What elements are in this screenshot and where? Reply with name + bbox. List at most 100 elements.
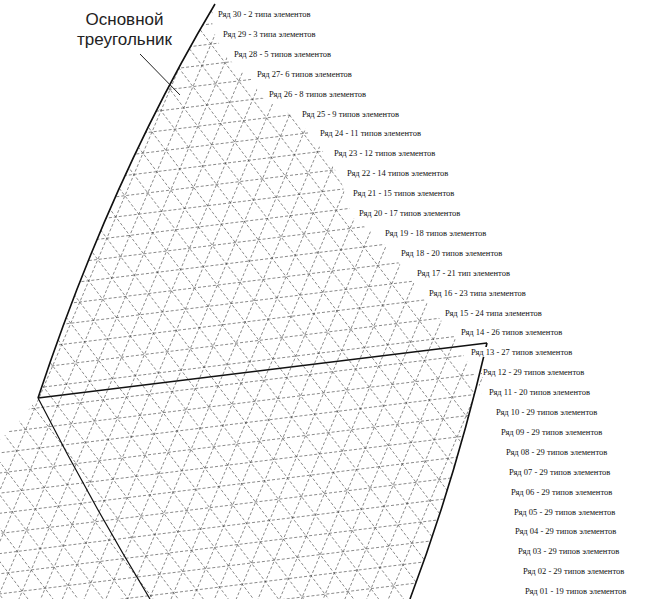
grid-line — [0, 488, 646, 599]
row-label: Ряд 08 - 29 типов элементов — [505, 447, 608, 457]
grid-line — [0, 0, 52, 599]
row-label: Ряд 09 - 29 типов элементов — [500, 427, 603, 437]
grid-line — [0, 0, 646, 162]
grid-line — [365, 0, 646, 599]
grid-line — [479, 0, 646, 599]
grid-line — [0, 0, 488, 599]
grid-line — [0, 0, 442, 599]
grid-line — [0, 0, 625, 599]
grid-line — [0, 0, 281, 599]
grid-line — [0, 0, 98, 599]
grid-line — [0, 0, 511, 599]
grid-line — [0, 567, 646, 599]
outline — [38, 4, 487, 599]
grid-line — [0, 31, 646, 202]
grid-line — [0, 0, 442, 599]
row-label: Ряд 29 - 3 типа элементов — [222, 29, 317, 39]
grid-line — [0, 329, 646, 500]
grid-line — [0, 170, 646, 341]
grid-line — [227, 0, 646, 599]
grid-line — [617, 0, 646, 599]
grid-line — [44, 0, 646, 599]
grid-line — [0, 0, 646, 122]
row-label: Ряд 07 - 29 типов элементов — [508, 467, 611, 477]
sector-edge — [410, 343, 487, 599]
grid-line — [0, 111, 646, 282]
grid-line — [410, 0, 646, 599]
row-label: Ряд 10 - 29 типов элементов — [495, 407, 598, 417]
grid-line — [319, 0, 646, 599]
grid-line — [0, 527, 646, 599]
row-label: Ряд 21 - 15 типов элементов — [352, 188, 455, 198]
grid-line — [0, 0, 373, 599]
grid-line — [0, 468, 646, 599]
grid-line — [112, 0, 646, 599]
grid-line — [502, 0, 646, 599]
main-triangle-edge — [38, 4, 215, 398]
grid-line — [0, 0, 396, 599]
grid-line — [0, 0, 29, 599]
grid-line — [0, 0, 6, 599]
grid-line — [0, 210, 646, 381]
row-label: Ряд 18 - 20 типов элементов — [400, 248, 503, 258]
grid-line — [158, 0, 646, 599]
grid-line — [0, 0, 373, 599]
grid-line — [319, 0, 646, 599]
grid-line — [204, 0, 646, 599]
row-label: Ряд 14 - 26 типов элементов — [460, 327, 563, 337]
row-label: Ряд 23 - 12 типов элементов — [333, 148, 436, 158]
row-label: Ряд 03 - 29 типов элементов — [517, 546, 620, 556]
grid-line — [0, 448, 646, 599]
row-label: Ряд 11 - 20 типов элементов — [488, 387, 591, 397]
grid-line — [456, 0, 646, 599]
row-label: Ряд 30 - 2 типа элементов — [217, 9, 312, 19]
grid-line — [0, 0, 6, 599]
grid-line — [0, 269, 646, 440]
grid-line — [158, 0, 646, 599]
grid-line — [66, 0, 646, 599]
grid-line — [0, 0, 533, 599]
sector-edge — [38, 398, 150, 599]
grid-line — [0, 91, 646, 262]
row-label: Ряд 25 - 9 типов элементов — [301, 109, 400, 119]
grid-line — [0, 0, 190, 599]
row-label: Ряд 24 - 11 типов элементов — [319, 128, 422, 138]
grid-line — [0, 0, 465, 599]
grid-line — [387, 0, 646, 599]
row-label: Ряд 12 - 29 типов элементов — [482, 367, 585, 377]
grid-line — [0, 0, 213, 599]
grid-line — [67, 0, 646, 599]
row-label: Ряд 13 - 27 типов элементов — [470, 347, 573, 357]
grid-line — [0, 0, 534, 599]
grid-line — [479, 0, 646, 599]
grid-line — [0, 230, 646, 401]
row-label: Ряд 15 - 24 типа элементов — [444, 308, 543, 318]
grid-line — [502, 0, 646, 599]
grid-line — [342, 0, 646, 599]
grid-line — [0, 0, 579, 599]
grid-line — [43, 0, 646, 599]
grid-line — [0, 309, 646, 480]
grid-line — [640, 0, 646, 599]
grid-line — [0, 0, 167, 599]
grid-line — [0, 0, 29, 599]
row-label: Ряд 20 - 17 типов элементов — [358, 208, 461, 218]
grid-line — [0, 0, 646, 103]
grid-line — [0, 0, 646, 63]
grid-line — [112, 0, 646, 599]
